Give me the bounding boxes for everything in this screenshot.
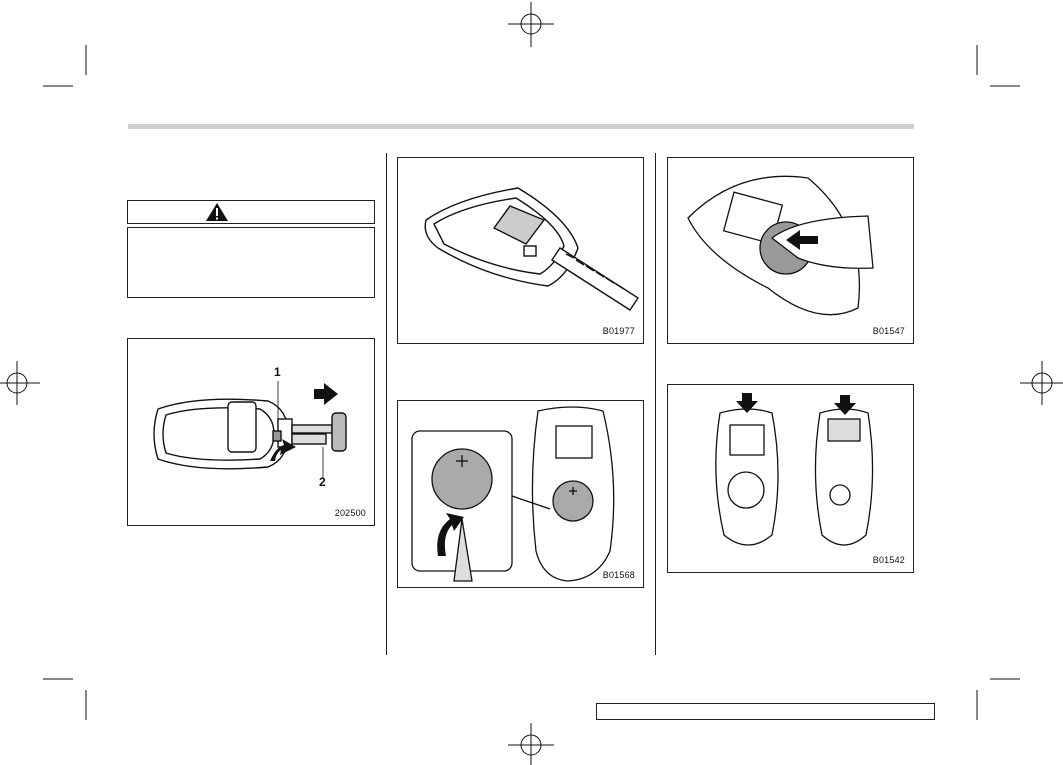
figure-battery-removal: B01568 bbox=[397, 400, 644, 588]
figure-code: B01568 bbox=[602, 570, 635, 580]
warning-triangle-icon bbox=[206, 203, 228, 221]
warning-body bbox=[127, 227, 375, 298]
battery-install-illustration bbox=[687, 175, 874, 316]
figure-open-case: B01977 bbox=[397, 157, 644, 344]
figure-code: B01977 bbox=[602, 326, 635, 336]
column-divider-1 bbox=[386, 153, 387, 655]
figure-code: B01542 bbox=[872, 555, 905, 565]
key-release-illustration bbox=[153, 381, 347, 479]
header-rule bbox=[128, 124, 914, 129]
battery-removal-illustration bbox=[411, 406, 615, 582]
case-reassembly-illustration bbox=[715, 393, 874, 546]
figure-case-reassembly: B01542 bbox=[667, 384, 914, 573]
callout-1: 1 bbox=[274, 365, 281, 379]
figure-code: 202500 bbox=[334, 508, 366, 518]
figure-code: B01547 bbox=[872, 326, 905, 336]
warning-header bbox=[127, 200, 375, 224]
figure-key-release: 1 2 202500 bbox=[127, 338, 375, 526]
figure-battery-install: B01547 bbox=[667, 157, 914, 344]
footer-page-box bbox=[596, 703, 935, 720]
callout-2: 2 bbox=[319, 475, 326, 489]
column-divider-2 bbox=[655, 153, 656, 655]
open-case-illustration bbox=[424, 187, 639, 311]
